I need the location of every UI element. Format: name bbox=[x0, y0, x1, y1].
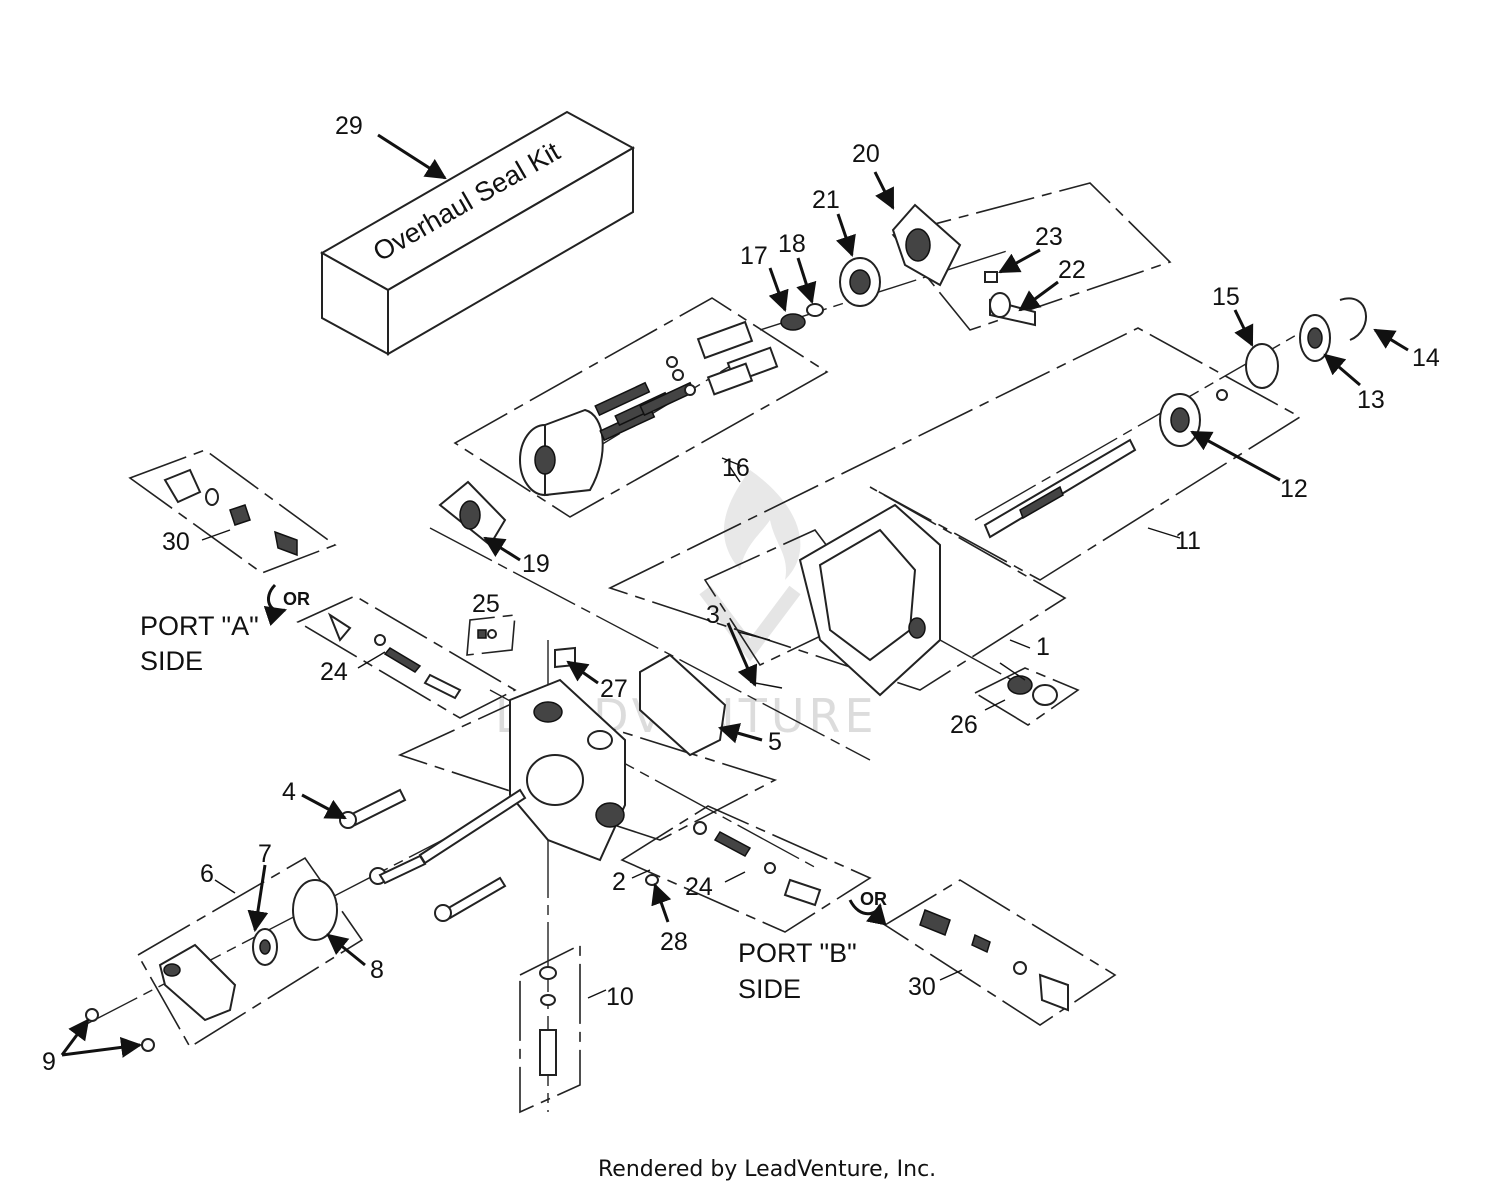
group-box-26 bbox=[973, 667, 1080, 726]
callout-14: 14 bbox=[1412, 344, 1440, 372]
callout-18: 18 bbox=[778, 230, 806, 258]
callout-8: 8 bbox=[370, 956, 384, 984]
pistons bbox=[594, 320, 779, 442]
leaders bbox=[60, 133, 1409, 1058]
thrust-plate bbox=[438, 480, 507, 547]
callout-21: 21 bbox=[812, 186, 840, 214]
callout-13: 13 bbox=[1357, 386, 1385, 414]
main-housing bbox=[798, 503, 941, 697]
callout-2: 2 bbox=[612, 868, 626, 896]
callout-10: 10 bbox=[606, 983, 634, 1011]
group-box-30b bbox=[883, 879, 1117, 1026]
callout-3: 3 bbox=[706, 601, 720, 629]
swashplate-bearings bbox=[780, 257, 881, 331]
callout-20: 20 bbox=[852, 140, 880, 168]
group-box-30a bbox=[128, 449, 337, 574]
charge-pump-cover bbox=[85, 879, 338, 1052]
footer-credit: Rendered by LeadVenture, Inc. bbox=[598, 1157, 936, 1182]
callout-17: 17 bbox=[740, 242, 768, 270]
port-b-title: PORT "B" bbox=[738, 938, 857, 968]
seal-kit-box: Overhaul Seal Kit bbox=[319, 110, 636, 356]
callout-12: 12 bbox=[1280, 475, 1308, 503]
port-a-title: PORT "A" bbox=[140, 611, 259, 641]
port-b-label: PORT "B" SIDE bbox=[738, 938, 857, 1004]
callout-11: 11 bbox=[1175, 527, 1201, 555]
callout-26: 26 bbox=[950, 711, 978, 739]
rotation-arrow-icon: OR bbox=[263, 583, 310, 626]
group-box-16 bbox=[453, 297, 829, 518]
callouts: 1 2 3 4 5 6 7 8 9 10 11 12 13 14 15 16 1… bbox=[42, 112, 1440, 1076]
callout-28: 28 bbox=[660, 928, 688, 956]
center-section bbox=[509, 678, 626, 862]
callout-22: 22 bbox=[1058, 256, 1086, 284]
group-box-24b bbox=[620, 805, 872, 933]
group-box-cover bbox=[136, 856, 364, 1049]
callout-29: 29 bbox=[335, 112, 363, 140]
port-b-side: SIDE bbox=[738, 974, 801, 1004]
port-b-or: OR bbox=[860, 889, 887, 909]
callout-9: 9 bbox=[42, 1048, 56, 1076]
callout-1: 1 bbox=[1036, 633, 1050, 661]
callout-19: 19 bbox=[522, 550, 550, 578]
group-box-11 bbox=[607, 327, 1302, 691]
bolts bbox=[339, 788, 527, 922]
cylinder-block bbox=[519, 320, 779, 497]
callout-30-a: 30 bbox=[162, 528, 190, 556]
leadventure-flame-watermark bbox=[723, 470, 801, 580]
callout-4: 4 bbox=[282, 778, 296, 806]
callout-30-b: 30 bbox=[908, 973, 936, 1001]
callout-24-b: 24 bbox=[685, 873, 713, 901]
callout-23: 23 bbox=[1035, 223, 1063, 251]
group-outlines bbox=[128, 182, 1302, 1114]
group-box-10 bbox=[519, 943, 581, 1114]
input-shaft-assembly bbox=[983, 297, 1367, 539]
group-box-25 bbox=[466, 614, 516, 656]
rotation-arrow-icon: OR bbox=[848, 889, 887, 926]
misc-parts bbox=[539, 646, 1058, 1076]
port-a-side: SIDE bbox=[140, 646, 203, 676]
port-a-or: OR bbox=[283, 589, 310, 609]
group-box-20-22 bbox=[891, 182, 1172, 331]
group-box-24a bbox=[296, 595, 517, 719]
callout-16: 16 bbox=[722, 454, 750, 482]
trunnion-shaft bbox=[984, 271, 1036, 327]
callout-15: 15 bbox=[1212, 283, 1240, 311]
port-a-label: PORT "A" SIDE bbox=[140, 611, 259, 676]
callout-7: 7 bbox=[258, 840, 272, 868]
callout-6: 6 bbox=[200, 860, 214, 888]
callout-5: 5 bbox=[768, 728, 782, 756]
swashplate bbox=[891, 203, 962, 287]
callout-27: 27 bbox=[600, 675, 628, 703]
callout-24-a: 24 bbox=[320, 658, 348, 686]
callout-25: 25 bbox=[472, 590, 500, 618]
relief-valves bbox=[163, 468, 1069, 1012]
